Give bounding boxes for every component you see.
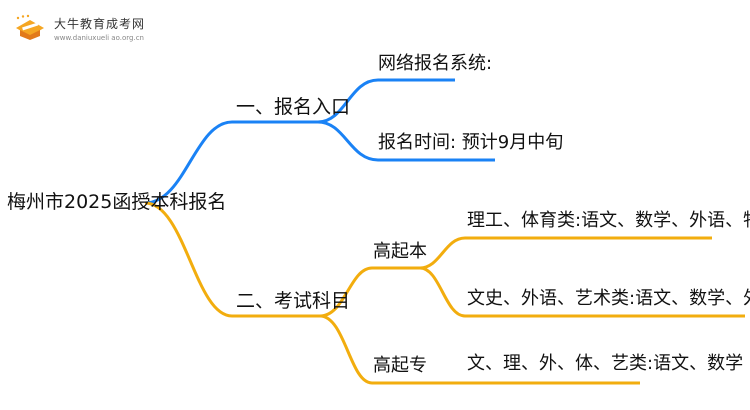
gaoqizhuan-item: 文、理、外、体、艺类:语文、数学 (467, 353, 744, 374)
branch-entry: 一、报名入口 (236, 96, 351, 118)
connector-gaoqiben-item1 (419, 236, 712, 270)
entry-item-time: 报名时间: 预计9月中旬 (378, 132, 564, 153)
connector-branch2-gaoqizhuan (319, 314, 420, 385)
gaoqizhuan-node: 高起专 (373, 355, 427, 376)
connector-branch2-gaoqiben (319, 266, 420, 318)
logo-url: www.daniuxueli ao.org.cn (54, 33, 144, 42)
gaoqiben-item-science: 理工、体育类:语文、数学、外语、物理化学综合 (467, 210, 750, 231)
site-logo: 大牛教育成考网 www.daniuxueli ao.org.cn (12, 14, 145, 42)
connector-branch1-item1 (317, 78, 455, 124)
gaoqiben-node: 高起本 (373, 241, 427, 262)
connector-root-branch1 (144, 120, 318, 205)
root-topic: 梅州市2025函授本科报名 (7, 191, 227, 213)
book-icon (12, 14, 48, 42)
connector-gaoqiben-item2 (419, 266, 745, 318)
connector-root-branch2 (144, 201, 320, 318)
branch-subjects: 二、考试科目 (236, 290, 351, 312)
gaoqiben-item-arts: 文史、外语、艺术类:语文、数学、外语、历史地理综合 (467, 288, 750, 309)
logo-name: 大牛教育成考网 (54, 16, 146, 31)
connector-branch1-item2 (317, 120, 495, 162)
entry-item-system: 网络报名系统: (378, 53, 493, 74)
